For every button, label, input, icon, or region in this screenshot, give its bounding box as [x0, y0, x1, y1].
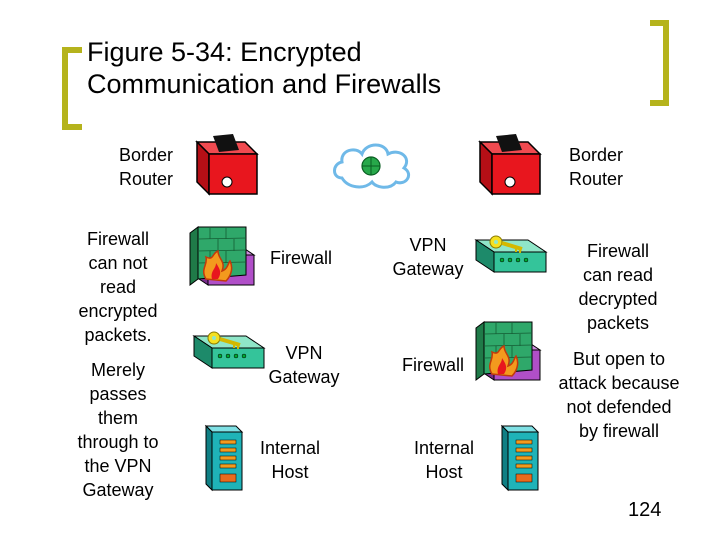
right-internal-host-label: Internal Host: [413, 438, 475, 482]
internet-cloud-icon: [333, 143, 410, 189]
right-open-note: But open to attack because not defended …: [558, 349, 680, 441]
left-border-router-label: Border Router: [118, 145, 174, 189]
left-vpn-gateway-label: VPN Gateway: [268, 343, 340, 387]
left-firewall-icon: [189, 226, 256, 286]
right-vpn-gateway-label: VPN Gateway: [392, 235, 464, 279]
page-number: 124: [628, 499, 662, 521]
left-internal-host-icon: [204, 424, 244, 492]
left-vpn-gateway-icon: [192, 331, 266, 369]
right-vpn-gateway-icon: [474, 235, 548, 273]
right-firewall-icon: [475, 321, 542, 381]
left-internal-host-label: Internal Host: [259, 438, 321, 482]
right-border-router-label: Border Router: [568, 145, 624, 189]
right-internal-host-icon: [500, 424, 540, 492]
left-passes-note: Merely passes them through to the VPN Ga…: [77, 360, 159, 500]
right-border-router-icon: [478, 134, 542, 196]
left-border-router-icon: [195, 134, 259, 196]
left-firewall-label: Firewall: [269, 248, 332, 268]
right-firewall-label: Firewall: [401, 355, 464, 375]
page-title: Figure 5-34: Encrypted Communication and…: [87, 37, 442, 99]
left-firewall-note: Firewall can not read encrypted packets.: [78, 229, 158, 345]
right-firewall-note: Firewall can read decrypted packets: [578, 241, 658, 333]
